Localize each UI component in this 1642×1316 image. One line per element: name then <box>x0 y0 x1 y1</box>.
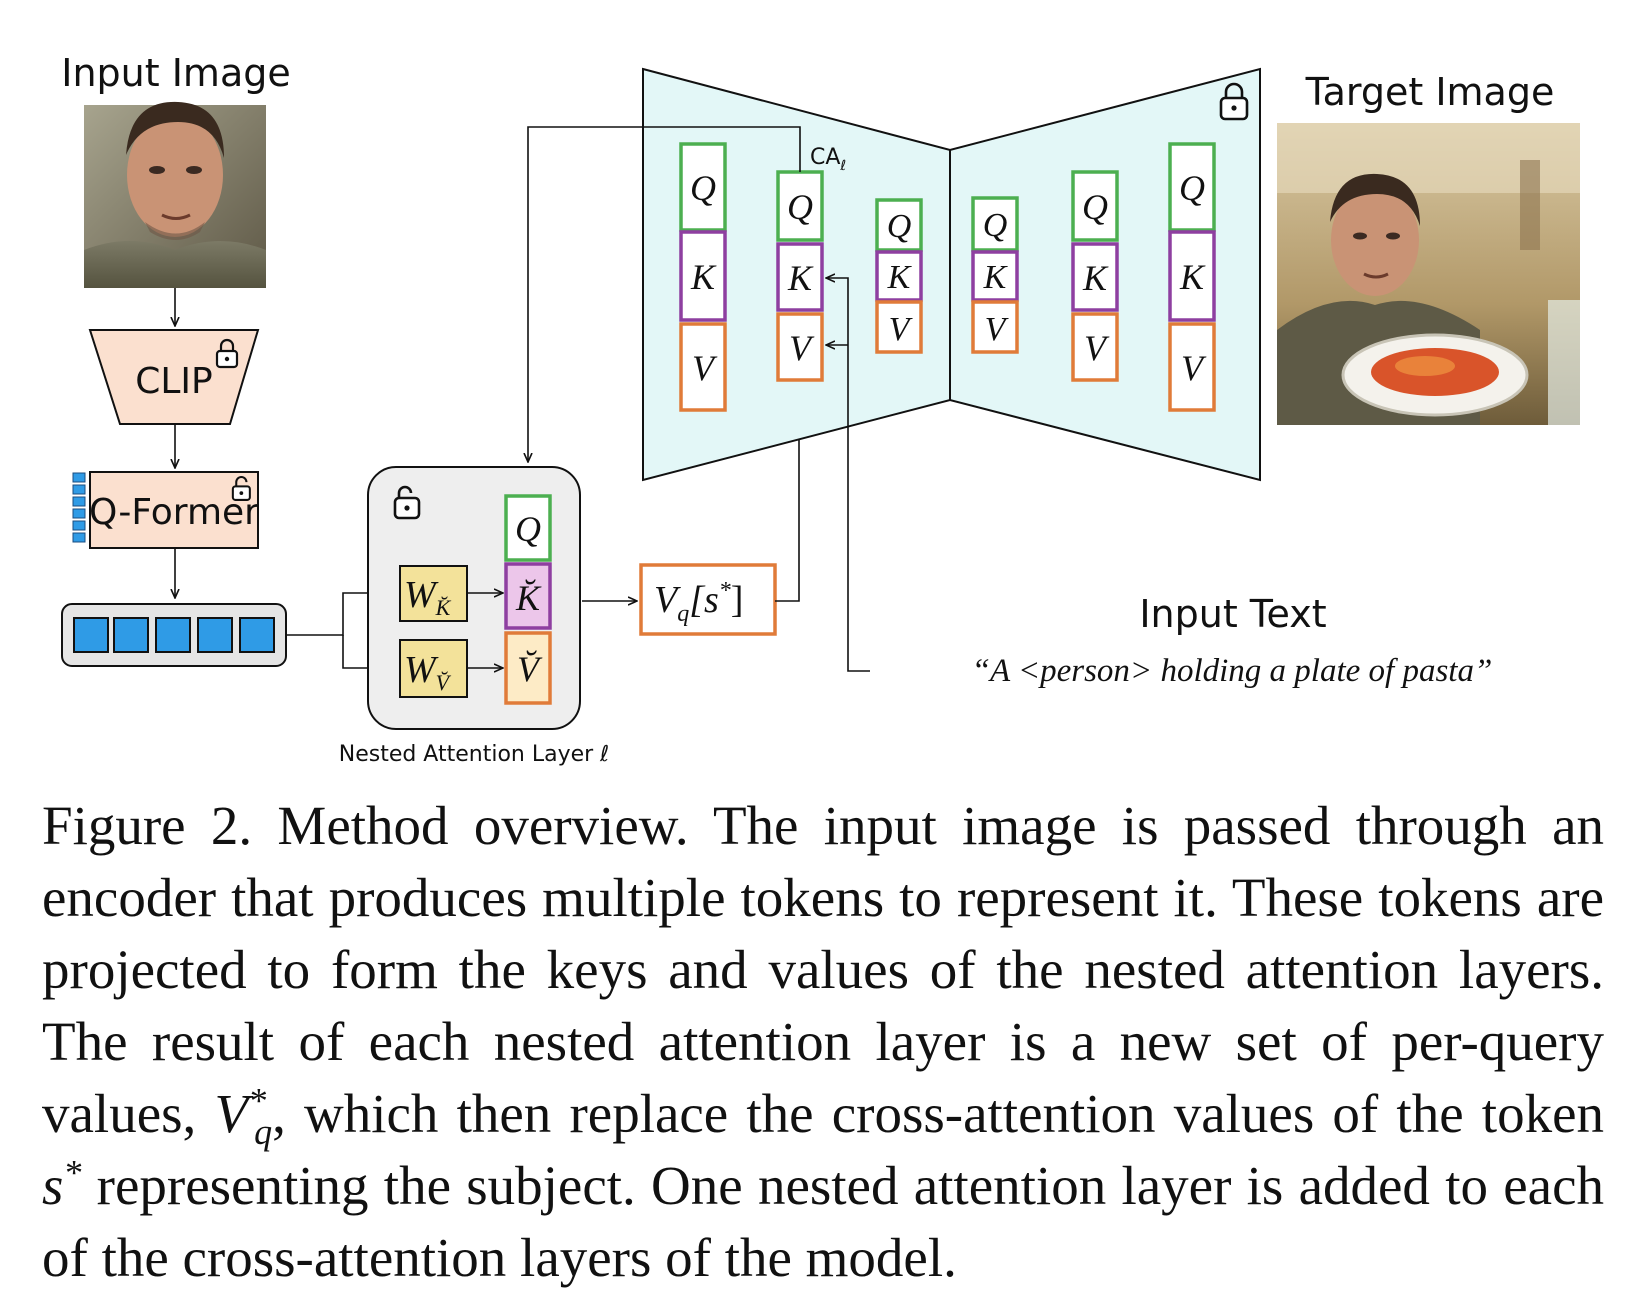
unet-hourglass: Q K V Q K V CAℓ Q K V Q K V Q K V <box>642 67 1261 482</box>
target-image-photo <box>1277 123 1580 425</box>
input-text-title: Input Text <box>1139 592 1326 636</box>
unet-v-box <box>875 300 923 354</box>
input-image-title: Input Image <box>61 51 290 95</box>
nested-attention-layer: WK̆ WV̆ Q K̆ V̆ <box>367 466 581 730</box>
unet-v-label: V <box>692 348 718 388</box>
wv-projection <box>399 639 468 698</box>
caption-s-symbol: s* <box>42 1152 82 1216</box>
figure-caption: Figure 2. Method overview. The input ima… <box>42 790 1604 1294</box>
unlock-icon <box>393 485 421 520</box>
ca-layer-label: CAℓ <box>810 145 846 174</box>
unet-q-label: Q <box>1179 168 1205 208</box>
unet-k-box <box>1168 230 1216 322</box>
nested-v-box <box>504 631 552 705</box>
nested-q-label: Q <box>515 509 541 549</box>
wv-label: WV̆ <box>404 649 452 695</box>
qformer-block: Q-Former <box>72 471 259 549</box>
unlock-icon <box>231 476 251 501</box>
unet-q-box <box>971 196 1019 252</box>
token <box>73 617 109 653</box>
ca-v-label: V <box>789 328 815 368</box>
caption-vq-symbol: V*q <box>214 1080 273 1152</box>
unet-v-box <box>971 300 1019 354</box>
unet-q-box <box>679 142 727 232</box>
unet-k-box <box>875 250 923 302</box>
query-tokens <box>72 472 86 543</box>
caption-part-2: , which then replace the cross-attention… <box>272 1083 1605 1144</box>
wk-projection <box>399 565 468 622</box>
clip-encoder: CLIP <box>88 329 260 425</box>
qformer-label: Q-Former <box>89 492 259 533</box>
lock-icon <box>1219 82 1249 121</box>
unet-k-box <box>1071 242 1119 312</box>
token <box>113 617 149 653</box>
unet-q-label: Q <box>1082 187 1108 227</box>
unet-q-label: Q <box>690 168 716 208</box>
wk-label: WK̆ <box>404 574 452 620</box>
lock-icon <box>215 338 239 369</box>
vq-label: Vq[s*] <box>654 578 743 627</box>
unet-k-label: K <box>690 257 717 297</box>
nested-q-box <box>504 494 552 562</box>
ca-v-box <box>776 312 824 382</box>
ca-k-box <box>776 242 824 312</box>
method-diagram: Input Image CLIP Q-Former <box>61 51 1580 767</box>
input-text-prompt: “A <person> holding a plate of pasta” <box>972 653 1493 689</box>
nested-layer-caption: Nested Attention Layer ℓ <box>339 742 610 767</box>
nested-k-label: K̆ <box>515 578 542 618</box>
unet-q-box <box>1071 170 1119 242</box>
unet-k-label: K <box>983 259 1009 296</box>
unet-k-label: K <box>1179 257 1206 297</box>
caption-part-3: representing the subject. One nested att… <box>42 1155 1604 1288</box>
unet-q-box <box>875 198 923 252</box>
unet-q-label: Q <box>983 207 1008 244</box>
unet-k-label: K <box>1082 258 1109 298</box>
ca-q-label: Q <box>787 187 813 227</box>
token-bar <box>61 603 287 667</box>
nested-v-label: V̆ <box>517 649 543 689</box>
input-image-photo <box>84 101 266 288</box>
nested-k-box <box>504 562 552 630</box>
ca-k-label: K <box>787 258 814 298</box>
token <box>239 617 275 653</box>
token <box>155 617 191 653</box>
unet-k-box <box>971 250 1019 302</box>
clip-label: CLIP <box>135 361 213 402</box>
unet-v-box <box>1168 322 1216 412</box>
unet-v-label: V <box>1181 348 1207 388</box>
unet-v-box <box>1071 312 1119 382</box>
unet-q-label: Q <box>887 208 912 245</box>
token <box>197 617 233 653</box>
target-image-title: Target Image <box>1305 70 1555 114</box>
unet-q-box <box>1168 142 1216 232</box>
vq-output-box: Vq[s*] <box>639 563 777 636</box>
unet-k-label: K <box>887 259 913 296</box>
unet-v-label: V <box>1084 328 1110 368</box>
caption-part-1: Figure 2. Method overview. The input ima… <box>42 795 1604 1144</box>
unet-v-box <box>679 322 727 412</box>
unet-k-box <box>679 230 727 322</box>
